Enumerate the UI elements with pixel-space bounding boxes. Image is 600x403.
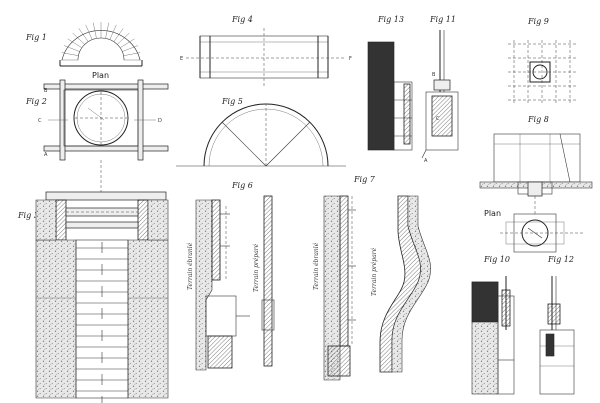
fig3-label: Fig 3 [17,211,39,220]
fig11-letter-b: B [432,72,436,78]
fig1-voussoir-line [63,45,80,52]
fig10-label: Fig 10 [483,255,510,264]
fig1-voussoir-line [61,52,79,56]
fig8-label: Fig 8 [527,115,549,124]
fig1-voussoir-line [119,38,135,48]
figure-13-detail: Fig 13 [367,15,413,151]
fig1-voussoir-line [105,22,109,39]
fig1-label: Fig 1 [25,33,47,42]
fig2-letter-d: D [158,118,162,124]
figure-10-detail: Fig 10 [471,255,515,395]
fig1-voussoir-line [117,32,130,45]
figure-2-shaft-plan: Plan Fig 2 C D A B [25,71,169,196]
fig11-letter-a: A [424,158,428,164]
fig1-voussoir-line [72,32,85,45]
fig7-text-left: Terrain ébranlé [313,242,320,290]
fig1-voussoir-line [113,28,124,42]
fig6-text-left: Terrain ébranlé [187,242,194,290]
figure-9-grid-plan: Fig 9 [508,17,576,104]
plan-label-2: Plan [484,209,501,218]
fig1-voussoir-line [67,38,83,48]
fig12-label: Fig 12 [547,255,574,264]
figure-4-tube-elevation: Fig 4 E F [180,15,352,88]
fig7-text-right: Terrain préparé [371,247,378,296]
fig1-voussoir-line [85,24,93,40]
fig1-voussoir-line [123,52,141,56]
fig6-text-right: Terrain préparé [253,243,260,292]
fig2-letter-c: C [38,118,42,124]
fig2-letter-b: B [44,88,48,94]
figure-3-shaft-section: Fig 3 [17,191,169,403]
fig1-voussoir-line [93,22,97,39]
fig6-label: Fig 6 [231,181,253,190]
fig7-label: Fig 7 [353,175,376,184]
figure-11-detail: Fig 11 B C A [421,15,459,164]
fig11-label: Fig 11 [429,15,456,24]
fig4-label: Fig 4 [231,15,253,24]
plan-label-1: Plan [92,71,109,80]
fig1-voussoir-line [122,45,139,52]
figure-8-elevation: Fig 8 [479,115,593,214]
fig9-label: Fig 9 [527,17,549,26]
figure-5-semicircle: Fig 5 [176,97,346,167]
figure-7-curved-wall-section: Fig 7 Terrain ébranlé Terrain préparé [313,175,431,381]
fig4-letter-e: E [180,56,183,62]
fig11-letter-c: C [436,116,440,122]
fig2-label: Fig 2 [25,97,47,106]
fig13-label: Fig 13 [377,15,404,24]
figure-1-arch-centering: Fig 1 [25,22,143,67]
figure-12-detail: Fig 12 [539,255,575,395]
fig5-label: Fig 5 [221,97,243,106]
figure-8-plan: Plan [484,209,584,253]
fig1-voussoir-line [109,24,117,40]
fig2-letter-a: A [44,152,48,158]
fig1-voussoir-line [78,28,89,42]
figure-6-wall-section: Fig 6 Terrain ébranlé Terrain préparé [187,181,275,371]
fig4-letter-f: F [349,56,352,62]
